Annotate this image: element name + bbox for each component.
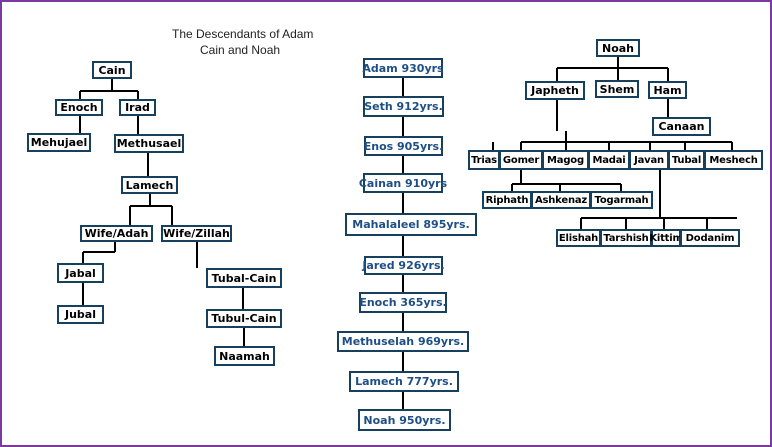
node-magog: Magog: [542, 150, 589, 170]
node-javan: Javan: [629, 150, 669, 170]
node-irad: Irad: [119, 99, 156, 116]
connector-gomer-sons: [511, 170, 622, 191]
node-seth: Seth 912yrs.: [363, 96, 444, 117]
connector-cain-children: [79, 79, 139, 99]
node-lamech-cain: Lamech: [121, 176, 178, 194]
node-naamah: Naamah: [214, 346, 275, 366]
connector-lamech-wives: [129, 193, 173, 225]
node-trias: Trias: [468, 150, 500, 170]
node-cainan: Cainan 910yrs: [359, 173, 447, 193]
node-jabal: Jabal: [57, 263, 104, 283]
node-noah: Noah: [596, 39, 640, 57]
node-enoch: Enoch: [55, 99, 103, 116]
node-wife-adah: Wife/Adah: [80, 225, 153, 242]
node-enos: Enos 905yrs.: [364, 136, 443, 156]
node-togarmah: Togarmah: [590, 191, 653, 209]
node-jared: Jared 926yrs.: [362, 256, 445, 275]
diagram-subtitle: Cain and Noah: [200, 43, 281, 57]
node-tubul-cain: Tubul-Cain: [206, 309, 282, 328]
node-japheth: Japheth: [525, 81, 585, 100]
node-tubal-cain: Tubal-Cain: [206, 268, 282, 288]
node-enoch-adam-line: Enoch 365yrs.: [359, 292, 447, 313]
diagram-title: The Descendants of Adam: [172, 27, 314, 41]
node-canaan: Canaan: [652, 117, 711, 136]
connector-adah-jabal: [82, 241, 116, 263]
node-elishah: Elishah: [556, 229, 601, 247]
node-mahalaleel: Mahalaleel 895yrs.: [345, 213, 477, 236]
node-jubal: Jubal: [57, 305, 104, 324]
node-madai: Madai: [588, 150, 630, 170]
node-adam: Adam 930yrs: [362, 58, 444, 78]
node-dodanim: Dodanim: [680, 229, 740, 247]
node-lamech-adam-line: Lamech 777yrs.: [349, 371, 459, 392]
node-wife-zillah: Wife/Zillah: [161, 225, 232, 242]
node-meshech: Meshech: [704, 150, 763, 170]
node-gomer: Gomer: [499, 150, 543, 170]
node-tarshish: Tarshish: [600, 229, 652, 247]
node-tubal: Tubal: [668, 150, 705, 170]
node-noah-adam-line: Noah 950yrs.: [358, 409, 451, 431]
node-cain: Cain: [92, 61, 132, 79]
node-riphath: Riphath: [482, 191, 532, 209]
node-kittim: Kittim: [649, 229, 683, 247]
node-mehujael: Mehujael: [27, 133, 91, 152]
node-ham: Ham: [648, 81, 687, 99]
connector-javan-sons: [580, 170, 737, 229]
connector-noah-sons: [556, 57, 669, 81]
node-methusael: Methusael: [114, 134, 184, 153]
node-methuselah: Methuselah 969yrs.: [337, 331, 469, 352]
node-ashkenaz: Ashkenaz: [531, 191, 591, 209]
node-shem: Shem: [595, 80, 639, 98]
